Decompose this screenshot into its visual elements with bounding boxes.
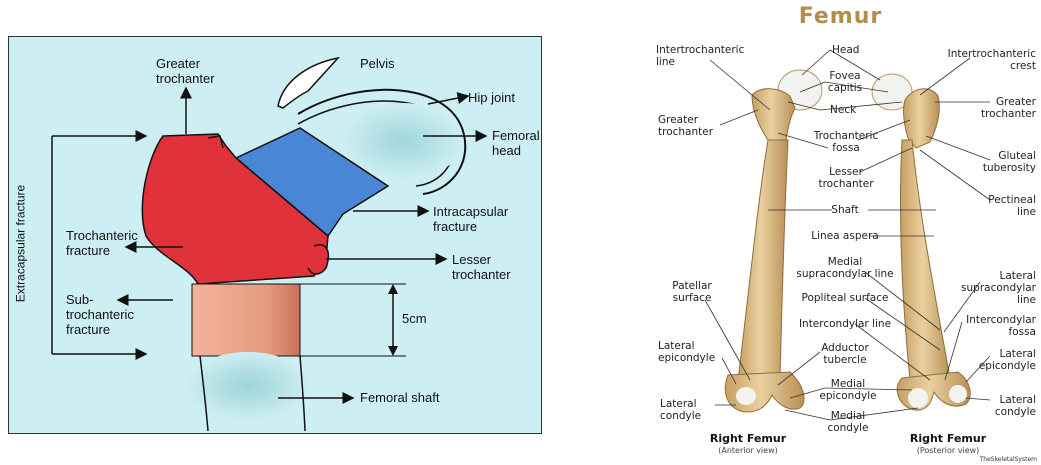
label-lesser-trochanter: Lesser trochanter <box>806 166 886 190</box>
posterior-view-subtitle: (Posterior view) <box>888 446 1008 455</box>
label-medial-epicondyle: Medial epicondyle <box>808 378 888 402</box>
label-intercondylar-line: Intercondylar line <box>790 318 900 330</box>
label-neck: Neck <box>830 104 856 116</box>
anterior-condyles <box>725 372 804 412</box>
label-intertrochanteric-crest: Intertrochanteric crest <box>936 48 1036 72</box>
label-five-cm: 5cm <box>402 311 427 326</box>
label-medial-supracondylar-line: Medial supracondylar line <box>790 256 900 280</box>
label-head: Head <box>832 44 859 56</box>
posterior-view-title: Right Femur <box>888 432 1008 445</box>
label-lateral-condyle-anterior: Lateral condyle <box>660 398 701 422</box>
label-hip-joint: Hip joint <box>468 90 515 105</box>
label-subtrochanteric-fracture: Sub- trochanteric fracture <box>66 292 134 337</box>
label-patellar-surface: Patellar surface <box>662 280 722 304</box>
label-greater-trochanter: Greater trochanter <box>156 56 215 86</box>
label-lateral-epicondyle-posterior: Lateral epicondyle <box>956 348 1036 372</box>
anterior-shaft <box>738 140 788 380</box>
anterior-patellar-surface <box>736 387 756 405</box>
anterior-view-title: Right Femur <box>688 432 808 445</box>
label-greater-trochanter-anterior: Greater trochanter <box>658 114 713 138</box>
posterior-shaft <box>900 140 950 380</box>
subtrochanteric-zone <box>192 284 300 356</box>
label-pectineal-line: Pectineal line <box>956 194 1036 218</box>
label-lesser-trochanter: Lesser trochanter <box>452 252 511 282</box>
label-fovea-capitis: Fovea capitis <box>820 70 870 94</box>
label-extracapsular-fracture: Extracapsular fracture <box>14 169 29 319</box>
label-linea-aspera: Linea aspera <box>800 230 890 242</box>
femur-anatomy-diagram: Femur <box>640 0 1041 465</box>
label-intercondylar-fossa: Intercondylar fossa <box>956 314 1036 338</box>
label-lateral-epicondyle-anterior: Lateral epicondyle <box>658 340 715 364</box>
label-femoral-shaft: Femoral shaft <box>360 390 439 405</box>
label-adductor-tubercle: Adductor tubercle <box>810 342 880 366</box>
posterior-medial-condyle-surface <box>908 388 928 408</box>
anterior-view-subtitle: (Anterior view) <box>688 446 808 455</box>
label-trochanteric-fossa: Trochanteric fossa <box>806 130 886 154</box>
hip-fracture-diagram: Greater trochanter Pelvis Hip joint Femo… <box>8 36 542 434</box>
label-lateral-supracondylar-line: Lateral supracondylar line <box>946 270 1036 306</box>
label-intracapsular-fracture: Intracapsular fracture <box>433 204 508 234</box>
label-femoral-head: Femoral head <box>492 128 540 158</box>
label-pelvis: Pelvis <box>360 56 395 71</box>
label-medial-condyle: Medial condyle <box>818 410 878 434</box>
label-lateral-condyle-posterior: Lateral condyle <box>956 394 1036 418</box>
label-trochanteric-fracture: Trochanteric fracture <box>66 228 138 258</box>
femoral-shaft-glow <box>186 352 310 420</box>
label-shaft: Shaft <box>820 204 870 216</box>
label-popliteal-surface: Popliteal surface <box>790 292 900 304</box>
label-intertrochanteric-line: Intertrochanteric line <box>656 44 744 68</box>
source-credit: TheSkeletalSystem <box>980 456 1037 463</box>
label-greater-trochanter-posterior: Greater trochanter <box>956 96 1036 120</box>
label-gluteal-tuberosity: Gluteal tuberosity <box>956 150 1036 174</box>
